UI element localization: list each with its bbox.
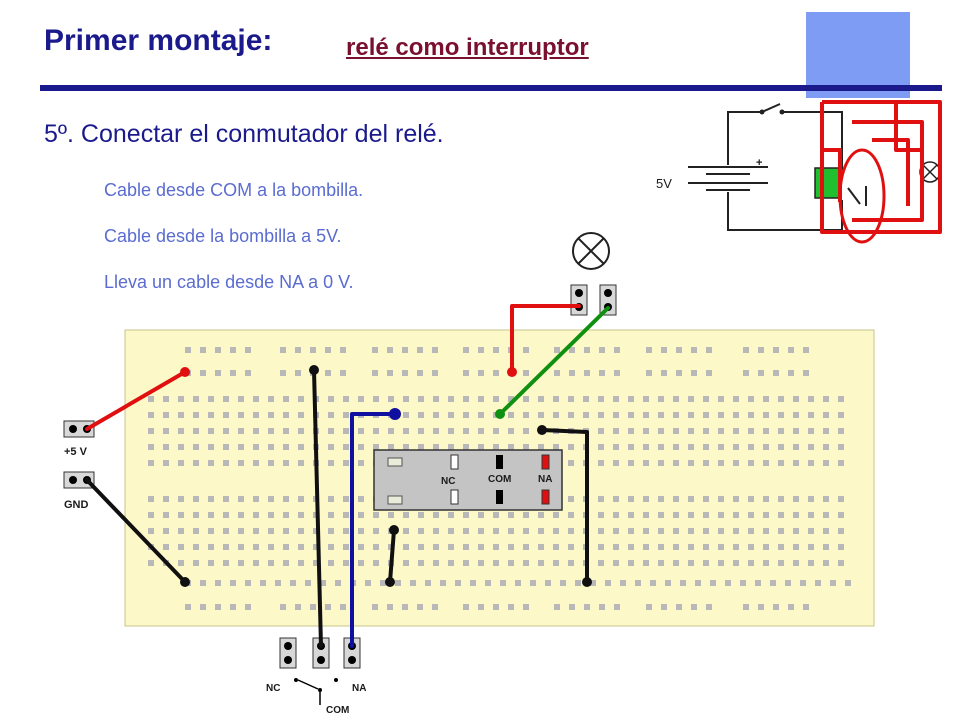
red-highlight-outline [820, 100, 942, 234]
switch-connector-nc [279, 637, 297, 669]
switch-label-na: NA [352, 683, 366, 694]
plus5v-label: +5 V [64, 446, 88, 458]
switch-label-nc: NC [266, 683, 280, 694]
relay-label-na: NA [538, 474, 552, 485]
wire-black-na [540, 428, 589, 584]
wire-black-relay [388, 528, 396, 584]
switch-connector-na [343, 637, 361, 669]
relay-label-com: COM [488, 474, 511, 485]
gnd-label: GND [64, 499, 89, 511]
instruction-1: Cable desde COM a la bombilla. [104, 180, 364, 200]
wire-red-lamp [510, 304, 581, 374]
wire-blue-na [350, 412, 397, 648]
switch-highlight-ellipse [838, 148, 886, 244]
battery-plus: + [756, 157, 762, 169]
wire-green-lamp [498, 306, 610, 416]
instruction-3: Lleva un cable desde NA a 0 V. [104, 272, 354, 292]
switch-label-com: COM [326, 705, 349, 716]
wire-endpoints [180, 365, 592, 587]
page-subtitle: relé como interruptor [346, 34, 589, 61]
lamp [572, 232, 610, 270]
wire-black-com [312, 368, 323, 648]
page-title: Primer montaje: [44, 24, 273, 57]
decorative-blue-square [806, 12, 910, 98]
wire-red-plus5v [85, 370, 187, 431]
lamp-connector-left [570, 284, 588, 316]
title-divider [40, 85, 942, 91]
battery-label: 5V [656, 176, 672, 191]
step-heading: 5º. Conectar el conmutador del relé. [44, 120, 444, 148]
schematic: + 5V [656, 100, 942, 244]
instruction-2: Cable desde la bombilla a 5V. [104, 226, 342, 246]
battery-symbol [688, 166, 768, 191]
relay-label-nc: NC [441, 476, 455, 487]
relay-module: NC COM NA [373, 449, 563, 511]
relay-coil [814, 167, 840, 199]
switch-symbol [294, 678, 338, 705]
plus5v-connector [63, 420, 95, 438]
wire-black-gnd [85, 478, 187, 584]
